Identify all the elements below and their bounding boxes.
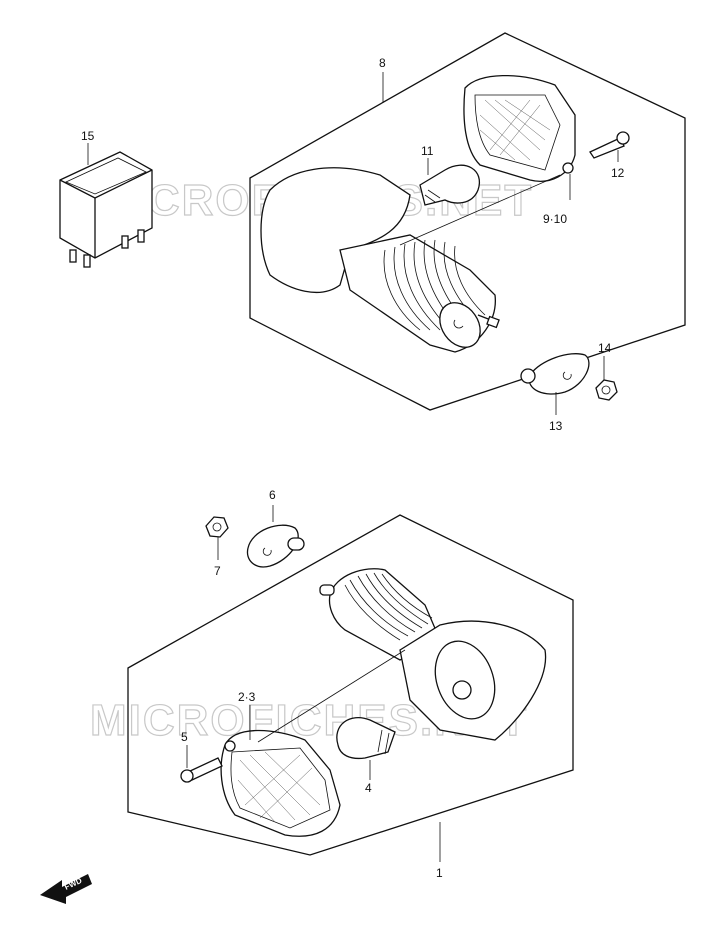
callout-4: 4 <box>365 781 372 795</box>
callout-8: 8 <box>379 56 386 70</box>
assembly-box-8 <box>249 32 686 411</box>
assembly-box-1 <box>127 514 574 856</box>
plate-13[interactable] <box>520 353 590 395</box>
screw-5[interactable] <box>180 757 223 783</box>
fwd-arrow-icon: FWD <box>40 874 92 904</box>
callout-14: 14 <box>598 341 612 355</box>
callout-1: 1 <box>436 866 443 880</box>
callout-11: 11 <box>421 144 434 158</box>
callout-15: 15 <box>81 129 95 143</box>
callout-7: 7 <box>214 564 221 578</box>
callout-13: 13 <box>549 419 563 433</box>
callout-12: 12 <box>611 166 625 180</box>
bulb-4[interactable] <box>336 716 396 760</box>
turn-signal-body-top[interactable] <box>260 167 500 355</box>
relay-15[interactable] <box>59 151 153 268</box>
callout-2-3: 2·3 <box>238 690 256 704</box>
bulb-11[interactable] <box>419 164 481 206</box>
nut-7[interactable] <box>205 516 229 538</box>
callout-6: 6 <box>269 488 276 502</box>
callout-9-10: 9·10 <box>543 212 567 226</box>
callout-5: 5 <box>181 730 188 744</box>
nut-14[interactable] <box>595 379 618 401</box>
turn-signal-body-bottom[interactable] <box>319 568 547 741</box>
plate-6[interactable] <box>246 524 305 568</box>
screw-12[interactable] <box>589 131 630 159</box>
lens-top-9-10[interactable] <box>463 74 576 182</box>
lens-bottom-2-3[interactable] <box>220 729 341 837</box>
